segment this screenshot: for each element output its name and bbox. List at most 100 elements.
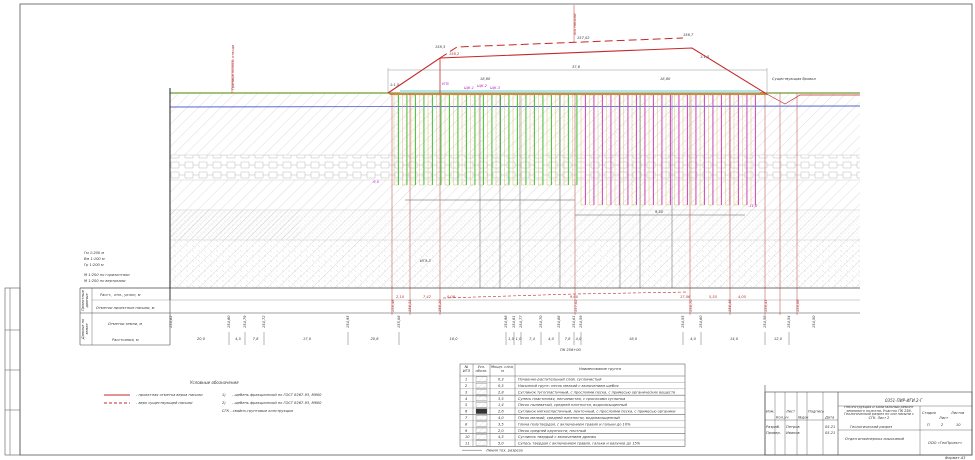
- pile: [674, 94, 679, 206]
- pile: [453, 94, 458, 186]
- pile: [461, 94, 467, 186]
- title-col-header: Кол.уч: [776, 416, 788, 420]
- soil-layer-number: 1: [465, 378, 467, 382]
- distance-value: 14,0: [730, 337, 739, 341]
- layer-code: ИГЭ-3: [420, 259, 431, 263]
- section-lines: [391, 93, 798, 315]
- ground-mark: 154,61: [572, 315, 576, 328]
- soil-header: Наименование грунта: [578, 367, 621, 372]
- legend-title: Условные обозначения: [190, 380, 239, 385]
- pile: [402, 94, 407, 186]
- legend-code-label: - щебень фракционный по ГОСТ 8267-93, М8…: [232, 393, 322, 397]
- pile: [538, 94, 543, 186]
- distance-value: 1,5: [508, 337, 514, 341]
- scale-note: М 1:200 по вертикали: [84, 279, 126, 283]
- soil-thickness: 2,8: [498, 390, 504, 394]
- distance-value: 7,8: [565, 337, 571, 341]
- pile: [640, 94, 645, 206]
- soil-symbol: [475, 427, 488, 433]
- soil-layer-number: 7: [465, 416, 468, 420]
- soil-description: Суглинок твердый с включением дресвы: [518, 435, 596, 439]
- soil-header-cell: Мощн. слоя, м: [490, 365, 515, 373]
- mark-crest-left: 156,2: [449, 52, 460, 56]
- doc-title: Реконструкция и капитальный ремонт земля…: [844, 406, 914, 420]
- soil-header-cell: Наименование грунта: [578, 367, 621, 372]
- pile: [699, 94, 705, 206]
- pile: [614, 94, 620, 206]
- distance-value: 17,0: [303, 337, 312, 341]
- soil-symbol: [475, 434, 488, 440]
- soil-description: Супесь пластичная, песчанистая, с просло…: [518, 397, 625, 401]
- person-date: 05.21: [825, 431, 835, 435]
- distance-value: 18,0: [629, 337, 638, 341]
- soil-symbol: [475, 415, 488, 421]
- row-label-distance-mark: Расст., отм., уклон, м: [100, 293, 141, 297]
- pile: [657, 94, 662, 206]
- dim-total: 37,6: [572, 65, 581, 69]
- dim-left-half: 18,80: [480, 77, 491, 81]
- sheet-frame: [19, 3, 973, 456]
- scale-notes: Гм 1:200 м Вм 1:100 м Гр 1:200 м М 1:200…: [84, 251, 130, 283]
- group-label-project: Проектные данные: [81, 289, 89, 312]
- soil-description: Песок средней крупности, плотный: [518, 429, 587, 433]
- depth-left: -9,0: [372, 180, 380, 184]
- soil-header-cell: № ИГЭ: [462, 365, 471, 373]
- ground-mark: 154,60: [699, 315, 703, 328]
- soil-layer-number: 8: [465, 422, 468, 426]
- soil-thickness: 0,3: [498, 378, 504, 382]
- pile: [665, 94, 671, 206]
- soil-header: № ИГЭ: [462, 365, 471, 373]
- soil-table-frame: [459, 363, 686, 447]
- pile: [606, 94, 611, 206]
- person-name: Иванов: [786, 431, 800, 435]
- project-mark: 156,10: [438, 299, 442, 312]
- pile: [504, 94, 509, 186]
- axis-label: ось насыпи: [573, 13, 577, 35]
- pile: [580, 94, 586, 206]
- layer-gravel: [170, 240, 860, 288]
- project-value: 7,42: [423, 295, 432, 299]
- pile: [410, 94, 416, 186]
- soil-thickness: 1,4: [498, 403, 504, 407]
- soil-thickness: 2,0: [498, 429, 504, 433]
- legend-code-label: СГК - свайно-грунтовые конструкции: [222, 409, 294, 413]
- soil-description: Насыпной грунт: песок мелкий с включение…: [518, 384, 619, 388]
- org-name: Отдел инженерных изысканий: [845, 437, 905, 441]
- soil-layer-number: 4: [465, 397, 468, 401]
- pile: [742, 94, 747, 206]
- pile-label-1: ЩК-1: [464, 86, 474, 90]
- dim-pile-depth: 9,50: [655, 210, 664, 214]
- soil-thickness: 0,5: [498, 384, 504, 388]
- project-mark: 156,41: [764, 299, 768, 312]
- station-label: ПК 256+00: [560, 348, 582, 352]
- slope-right: 1:1,5: [700, 55, 710, 59]
- person-date: 05.21: [825, 425, 835, 429]
- scale-note: М 1:200 по горизонтали: [84, 273, 130, 277]
- project-value: 9,60: [570, 295, 579, 299]
- side-stamp: [4, 287, 21, 456]
- person-role: Провер.: [766, 431, 781, 435]
- pile-label-2: ЩК-2: [477, 84, 488, 88]
- slope-left: 1:1,5: [390, 83, 400, 87]
- title-col-header: №док: [797, 416, 809, 420]
- ground-mark: 154,62: [169, 315, 173, 328]
- distance-value: 1,0: [516, 337, 522, 341]
- ground-mark: 154,81: [512, 315, 516, 328]
- stage-value: 2: [941, 423, 944, 427]
- distance-value: 4,0: [548, 337, 554, 341]
- legend-code: 1): [222, 393, 226, 397]
- row-label-ground-marks: Отметки земли, м: [108, 322, 142, 326]
- ground-mark: 154,70: [539, 315, 543, 328]
- ground-mark: 155,06: [397, 315, 401, 328]
- soil-header: Мощн. слоя, м: [490, 365, 515, 373]
- title-col-header: Подпись: [808, 410, 824, 414]
- pile: [691, 94, 696, 206]
- project-value: 0,08: [447, 295, 456, 299]
- soil-symbol: [475, 389, 488, 395]
- right-marker: Существующая бровка: [772, 77, 816, 81]
- pile: [733, 94, 739, 206]
- pile: [529, 94, 535, 186]
- soil-layer-number: 11: [465, 442, 470, 446]
- person-role: Разраб.: [766, 425, 780, 429]
